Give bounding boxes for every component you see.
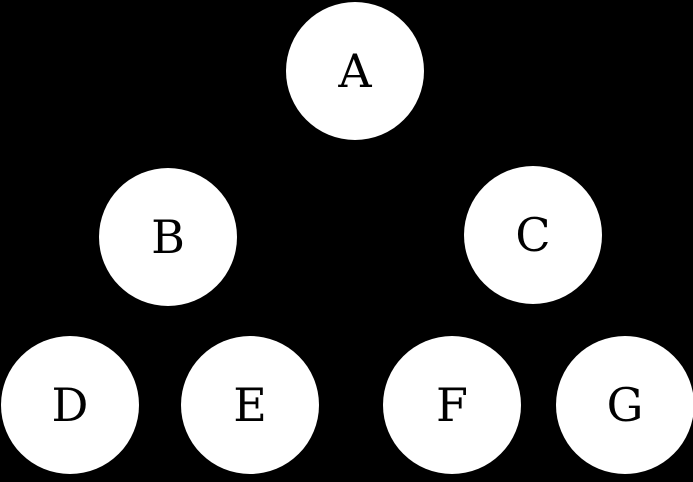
node-label-g: G (606, 378, 644, 432)
node-label-e: E (233, 378, 267, 432)
tree-node-a: A (286, 2, 424, 140)
node-label-a: A (338, 44, 372, 98)
node-label-f: F (436, 378, 468, 432)
tree-node-f: F (383, 336, 521, 474)
tree-node-d: D (1, 336, 139, 474)
node-label-b: B (151, 210, 185, 264)
tree-node-g: G (556, 336, 693, 474)
tree-node-b: B (99, 168, 237, 306)
tree-node-c: C (464, 166, 602, 304)
node-label-d: D (51, 378, 89, 432)
tree-node-e: E (181, 336, 319, 474)
node-label-c: C (515, 208, 551, 262)
